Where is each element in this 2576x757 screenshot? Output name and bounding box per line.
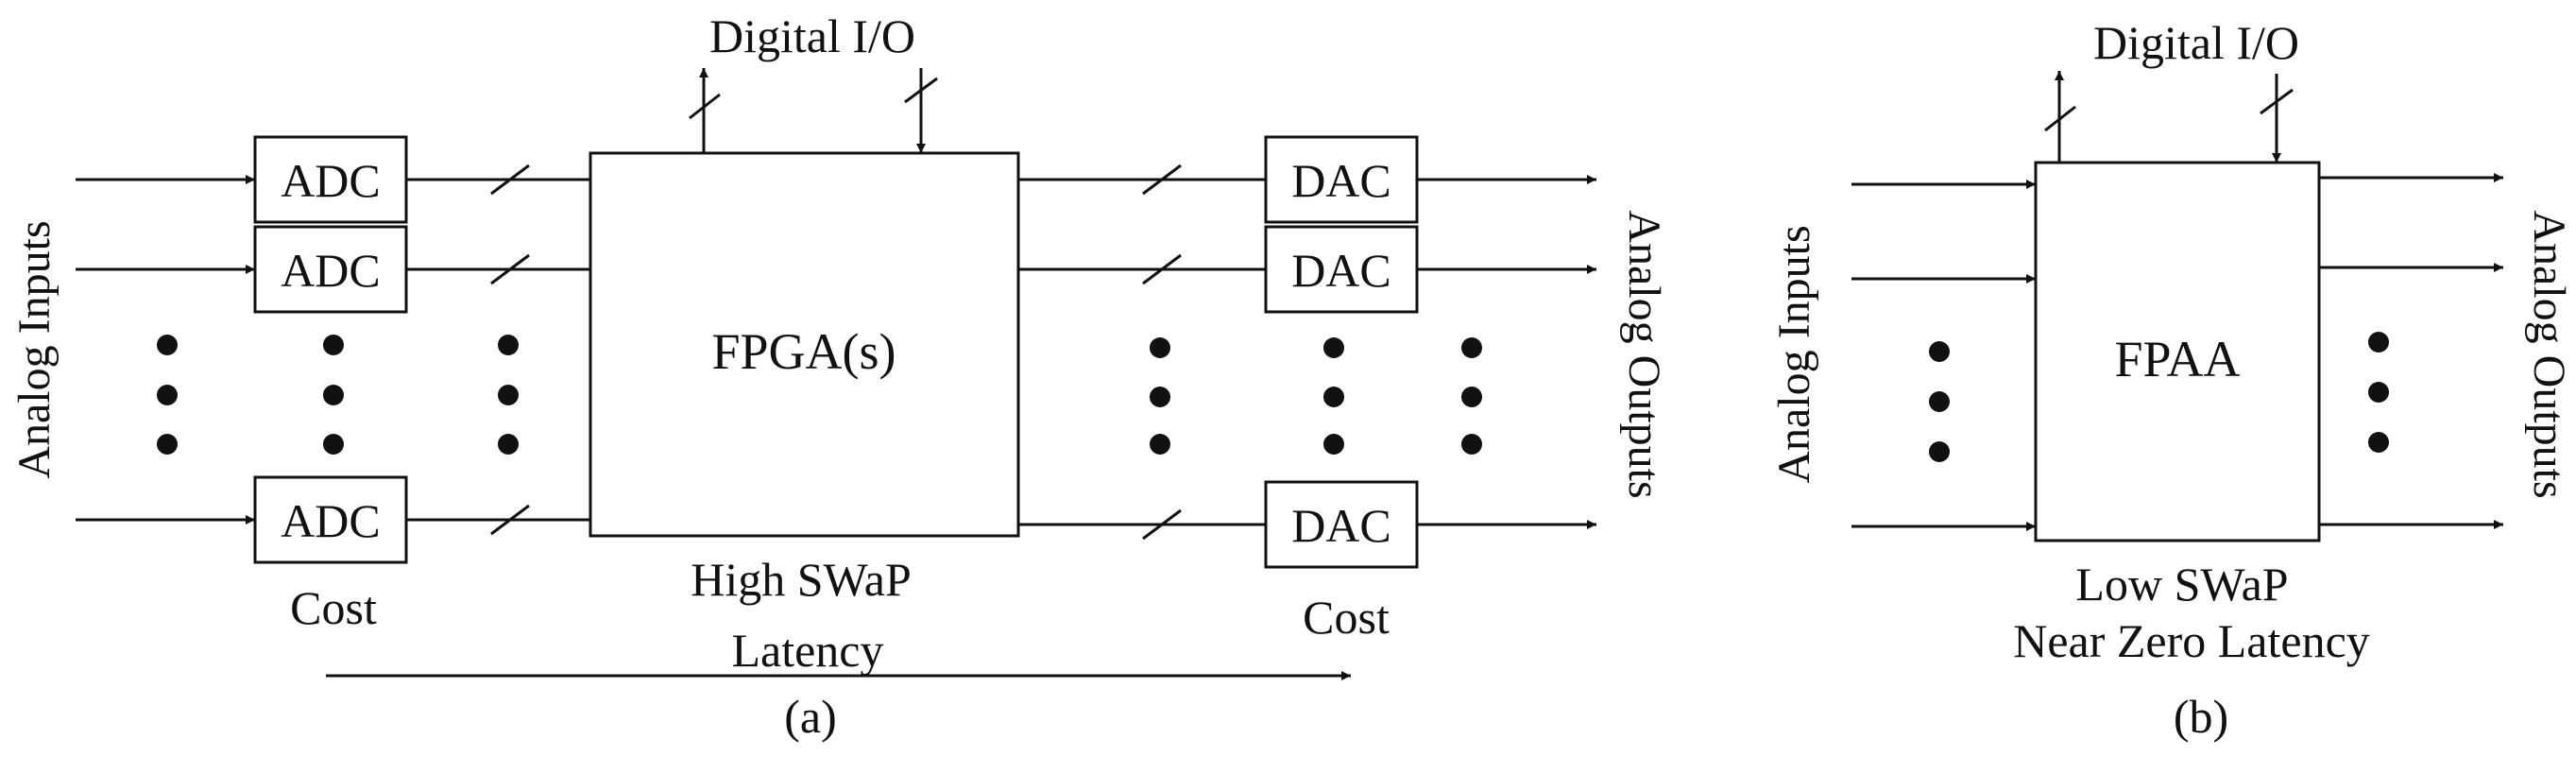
- analog-outputs-label-b: Analog Outputs: [2524, 210, 2574, 498]
- dac-box-1: DAC: [1264, 135, 1419, 224]
- ellipsis-dots-right-b: [2368, 332, 2389, 453]
- cost-label-right: Cost: [1303, 591, 1390, 644]
- dac-bus-lines: [1018, 163, 1266, 541]
- adc-box-1: ADC: [253, 135, 408, 224]
- bus-slash: [689, 93, 721, 120]
- latency-label: Latency: [731, 624, 883, 677]
- digital-io-label-a: Digital I/O: [709, 9, 915, 62]
- ellipsis-dots-right-a: [1150, 337, 1482, 455]
- adc-label: ADC: [281, 154, 381, 207]
- bus-slash: [1142, 253, 1182, 285]
- ellipsis-dots-left-b: [1929, 341, 1950, 462]
- low-swap-label: Low SWaP: [2075, 558, 2288, 611]
- adc-box-2: ADC: [253, 225, 408, 314]
- bus-slash: [904, 77, 938, 104]
- adc-bus-lines: [406, 163, 590, 536]
- output-lines-a: [1417, 175, 1596, 529]
- input-lines-b: [1851, 180, 2036, 531]
- near-zero-latency-label: Near Zero Latency: [2013, 614, 2370, 667]
- analog-outputs-label-a: Analog Outputs: [1619, 210, 1669, 498]
- digital-io-a: Digital I/O: [689, 9, 938, 153]
- dac-label: DAC: [1291, 244, 1391, 297]
- bus-slash: [2044, 105, 2076, 132]
- caption-b: (b): [2174, 690, 2228, 743]
- adc-box-3: ADC: [253, 475, 408, 564]
- bus-slash: [1142, 508, 1182, 541]
- bus-slash: [1142, 163, 1182, 196]
- ellipsis-dots-left-a: [157, 335, 519, 455]
- panel-a: Analog Inputs ADC ADC ADC: [9, 9, 1669, 743]
- digital-io-b: Digital I/O: [2044, 16, 2299, 163]
- dac-label: DAC: [1291, 499, 1391, 552]
- bus-slash: [2260, 88, 2294, 115]
- dac-label: DAC: [1291, 154, 1391, 207]
- analog-inputs-label-b: Analog Inputs: [1769, 225, 1819, 483]
- fpaa-block: FPAA: [2034, 161, 2321, 542]
- high-swap-label: High SWaP: [691, 553, 912, 606]
- adc-label: ADC: [281, 494, 381, 547]
- output-lines-b: [2319, 173, 2503, 529]
- analog-inputs-label-a: Analog Inputs: [9, 220, 60, 478]
- fpga-label: FPGA(s): [711, 323, 896, 380]
- adc-label: ADC: [281, 244, 381, 297]
- bus-slash: [490, 253, 530, 285]
- fpga-block: FPGA(s): [589, 151, 1020, 538]
- panel-b: Analog Inputs FPAA Digital I/O: [1769, 16, 2574, 743]
- fpaa-label: FPAA: [2114, 331, 2240, 387]
- dac-box-3: DAC: [1264, 480, 1419, 569]
- adc-column: ADC ADC ADC: [253, 135, 408, 564]
- dac-box-2: DAC: [1264, 225, 1419, 314]
- caption-a: (a): [784, 690, 837, 743]
- digital-io-label-b: Digital I/O: [2093, 16, 2299, 69]
- bus-slash: [490, 504, 530, 536]
- dac-column: DAC DAC DAC: [1264, 135, 1419, 569]
- input-lines-a: [76, 175, 255, 525]
- cost-label-left: Cost: [290, 581, 377, 634]
- bus-slash: [490, 163, 530, 196]
